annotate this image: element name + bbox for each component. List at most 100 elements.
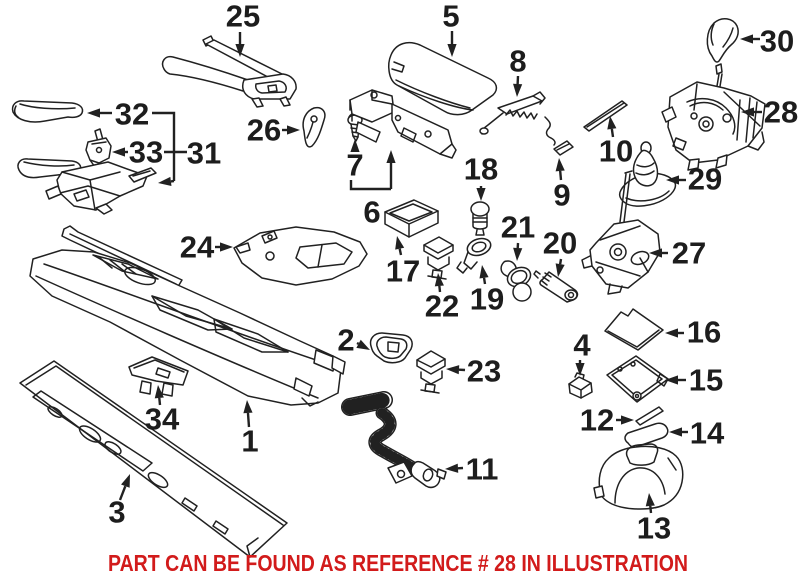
callout-9-arrowhead-icon	[555, 158, 565, 172]
callout-30-arrowhead-icon	[740, 34, 753, 44]
callout-7: 7	[346, 139, 364, 183]
callout-3-number: 3	[108, 495, 125, 530]
callout-12-number: 12	[580, 403, 614, 438]
callout-1-number: 1	[241, 424, 258, 459]
part-32-handbrake-grip	[11, 100, 84, 123]
part-3-sill-panel	[19, 360, 288, 558]
callout-24-arrowhead-icon	[220, 242, 233, 252]
callout-29-arrowhead-icon	[666, 175, 679, 185]
callout-1: 1	[241, 400, 259, 459]
callout-23-number: 23	[467, 354, 501, 389]
part-16-cover-panel	[604, 308, 664, 351]
callout-28-arrowhead-icon	[741, 107, 754, 117]
callout-11-number: 11	[466, 452, 499, 487]
part-24-side-trim	[233, 226, 368, 286]
callout-28: 28	[741, 95, 798, 130]
callout-1-leader	[246, 412, 251, 428]
callout-2-arrowhead-icon	[356, 339, 370, 350]
callout-19-arrowhead-icon	[479, 265, 489, 279]
callout-14: 14	[669, 416, 725, 451]
callout-10: 10	[599, 116, 633, 169]
callout-8-number: 8	[509, 44, 526, 79]
part-25-trim-frame	[161, 35, 297, 108]
callout-6-arrowhead-icon	[386, 150, 396, 163]
callout-11: 11	[445, 452, 498, 487]
callout-19: 19	[470, 265, 504, 317]
callout-24: 24	[180, 230, 233, 265]
part-31-handbrake-assembly	[17, 158, 157, 215]
callout-22-leader	[438, 285, 442, 293]
callout-32-number: 32	[115, 97, 149, 132]
callout-9: 9	[553, 158, 571, 213]
callout-13-number: 13	[637, 511, 671, 546]
callout-18-arrowhead-icon	[476, 188, 486, 201]
callout-19-number: 19	[470, 282, 504, 317]
part-8-bracket	[479, 91, 546, 135]
part-23-switch	[416, 350, 446, 394]
part-19-socket-housing	[456, 237, 492, 274]
callout-25-number: 25	[226, 0, 260, 34]
callout-20-arrowhead-icon	[555, 263, 565, 277]
callout-22-number: 22	[425, 289, 459, 324]
callout-15-number: 15	[689, 363, 723, 398]
part-9-clip	[544, 116, 574, 156]
callout-3-arrowhead-icon	[121, 474, 130, 488]
callout-4: 4	[573, 328, 591, 376]
callout-14-number: 14	[690, 416, 725, 451]
callout-22-arrowhead-icon	[434, 273, 444, 287]
callout-34: 34	[145, 385, 180, 437]
callout-4-arrowhead-icon	[575, 363, 585, 376]
callout-bracket-lines	[152, 111, 391, 191]
part-1-console-body	[29, 225, 346, 407]
callout-26-arrowhead-icon	[287, 125, 300, 135]
callout-2-number: 2	[337, 323, 354, 358]
callout-29-number: 29	[688, 162, 722, 197]
callout-21-number: 21	[501, 210, 535, 245]
callout-12-arrowhead-icon	[621, 415, 634, 425]
callout-17-number: 17	[386, 254, 420, 289]
callout-8: 8	[509, 44, 527, 97]
callout-21-arrowhead-icon	[513, 247, 523, 261]
callout-31: 31	[158, 136, 221, 186]
bracket-line-7-6	[349, 180, 391, 191]
callout-17-leader	[398, 248, 403, 256]
callout-5-number: 5	[442, 0, 459, 34]
callout-17: 17	[386, 236, 420, 289]
bracket-line-32-31	[152, 111, 176, 181]
callout-30: 30	[740, 24, 794, 59]
callout-2-leader	[356, 341, 360, 345]
callout-9-number: 9	[553, 178, 570, 213]
part-33-bracket	[85, 128, 112, 168]
callout-12: 12	[580, 403, 634, 438]
callout-3-leader	[118, 485, 127, 501]
callout-22: 22	[425, 273, 459, 324]
callout-23: 23	[446, 354, 501, 389]
reference-caption: PART CAN BE FOUND AS REFERENCE # 28 IN I…	[108, 550, 688, 576]
callout-15-arrowhead-icon	[665, 375, 678, 385]
part-26-trim-wing	[302, 106, 326, 148]
part-22-switch	[423, 236, 454, 280]
part-20-lighter-element	[533, 270, 579, 303]
callout-31-number: 31	[187, 136, 221, 171]
part-30-shift-knob	[706, 18, 739, 63]
callout-6-number: 6	[363, 195, 380, 230]
callout-28-number: 28	[764, 95, 798, 130]
callout-18-number: 18	[464, 152, 498, 187]
callout-5-arrowhead-icon	[447, 44, 457, 57]
callout-1-arrowhead-icon	[243, 400, 253, 414]
part-11-wiring-harness	[341, 391, 447, 489]
callout-21: 21	[501, 210, 535, 261]
callout-13: 13	[637, 493, 671, 546]
callout-17-arrowhead-icon	[395, 236, 405, 250]
callout-33: 33	[112, 135, 163, 170]
callout-32-arrowhead-icon	[87, 108, 100, 118]
callout-15: 15	[665, 363, 723, 398]
part-21-lighter-socket	[500, 260, 532, 302]
callout-7-arrowhead-icon	[350, 139, 360, 152]
callout-20: 20	[543, 226, 577, 277]
part-12-strip	[635, 406, 664, 426]
callout-33-number: 33	[129, 135, 163, 170]
callout-19-leader	[482, 277, 487, 285]
